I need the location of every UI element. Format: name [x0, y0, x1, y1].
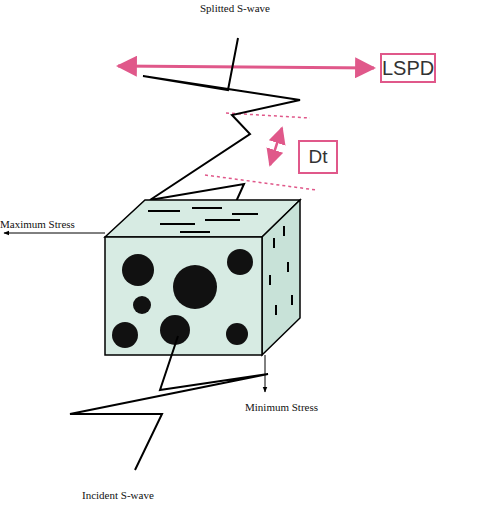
incident-wave [70, 336, 268, 470]
delay-arrow [270, 128, 282, 165]
stress-arrow [4, 233, 105, 234]
polarization-arrow [118, 66, 374, 68]
annotation: Minimum Stress [245, 401, 318, 413]
split-wave [143, 38, 300, 215]
label-box: LSPD [380, 53, 436, 83]
pores [112, 249, 253, 348]
label-box: Dt [298, 140, 338, 174]
cube-side [262, 200, 300, 355]
crack-marks [148, 208, 292, 315]
annotation: Splitted S-wave [200, 2, 270, 14]
box-label: LSPD [382, 57, 434, 80]
cube-front [105, 237, 262, 355]
box-label: Dt [309, 146, 328, 168]
annotation: Incident S-wave [82, 489, 154, 501]
annotation: Maximum Stress [0, 218, 75, 230]
